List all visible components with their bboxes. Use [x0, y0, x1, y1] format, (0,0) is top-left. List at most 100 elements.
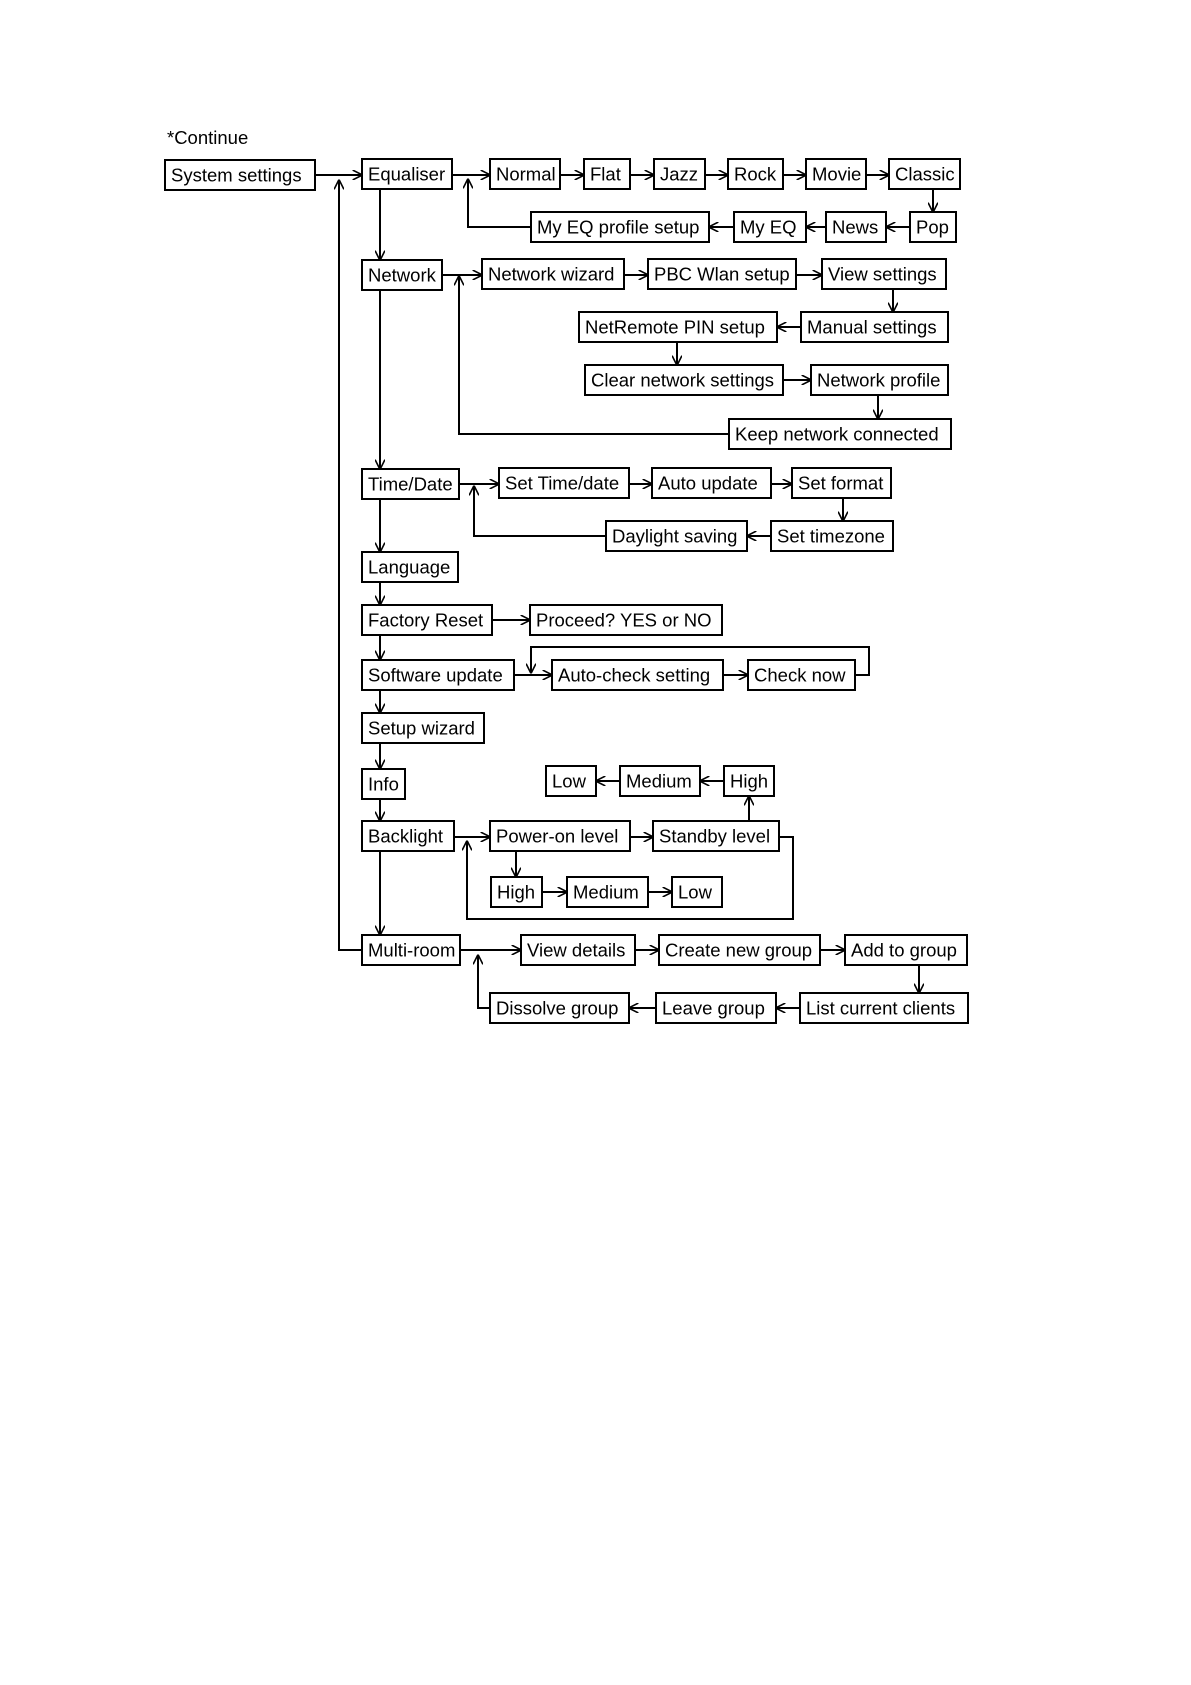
node-pbc: PBC Wlan setup [647, 258, 797, 290]
node-label-leavegroup: Leave group [662, 998, 765, 1019]
node-label-viewsettings: View settings [828, 264, 937, 285]
node-box-pohigh [490, 876, 543, 908]
node-box-keepnet [728, 418, 952, 450]
node-system: System settings [164, 159, 316, 191]
node-label-checknow: Check now [754, 665, 846, 686]
node-label-listclients: List current clients [806, 998, 955, 1019]
node-box-normal [489, 158, 561, 190]
node-box-movie [805, 158, 867, 190]
node-info: Info [361, 768, 406, 800]
node-box-netwizard [481, 258, 625, 290]
node-label-daylight: Daylight saving [612, 526, 737, 547]
node-factory: Factory Reset [361, 604, 493, 636]
node-box-settime [498, 467, 630, 499]
edge-system-to-multiroom [339, 180, 362, 951]
node-box-settz [770, 520, 894, 552]
node-label-keepnet: Keep network connected [735, 424, 939, 445]
node-label-sbmedium: Medium [626, 771, 692, 792]
node-label-news: News [832, 217, 878, 238]
node-creategroup: Create new group [658, 934, 821, 966]
node-checknow: Check now [747, 659, 856, 691]
edge-myeqsetup-to-equaliser [468, 179, 531, 228]
node-sblow: Low [545, 765, 597, 797]
node-label-netwizard: Network wizard [488, 264, 614, 285]
node-backlight: Backlight [361, 820, 455, 852]
node-proceed: Proceed? YES or NO [529, 604, 723, 636]
node-flat: Flat [583, 158, 631, 190]
node-label-pop: Pop [916, 217, 949, 238]
node-rock: Rock [727, 158, 784, 190]
node-jazz: Jazz [653, 158, 706, 190]
node-manual: Manual settings [800, 311, 949, 343]
node-label-netremote: NetRemote PIN setup [585, 317, 765, 338]
node-box-multiroom [361, 934, 461, 966]
node-label-setformat: Set format [798, 473, 883, 494]
node-poweron: Power-on level [489, 820, 631, 852]
node-viewsettings: View settings [821, 258, 947, 290]
node-box-backlight [361, 820, 455, 852]
node-label-system: System settings [171, 165, 302, 186]
node-box-leavegroup [655, 992, 777, 1024]
node-standby: Standby level [652, 820, 780, 852]
node-label-jazz: Jazz [660, 164, 698, 185]
node-setupwiz: Setup wizard [361, 712, 485, 744]
node-equaliser: Equaliser [361, 158, 453, 190]
node-box-viewsettings [821, 258, 947, 290]
node-box-myeq [733, 211, 807, 243]
node-polow: Low [671, 876, 723, 908]
node-autocheck: Auto-check setting [551, 659, 724, 691]
node-box-setupwiz [361, 712, 485, 744]
node-label-viewdetails: View details [527, 940, 625, 961]
node-box-proceed [529, 604, 723, 636]
node-label-language: Language [368, 557, 450, 578]
node-box-rock [727, 158, 784, 190]
node-netremote: NetRemote PIN setup [578, 311, 778, 343]
node-sbhigh: High [723, 765, 775, 797]
node-label-autocheck: Auto-check setting [558, 665, 710, 686]
node-label-flat: Flat [590, 164, 621, 185]
node-label-backlight: Backlight [368, 826, 443, 847]
node-box-clearnet [584, 364, 784, 396]
node-label-pomedium: Medium [573, 882, 639, 903]
node-keepnet: Keep network connected [728, 418, 952, 450]
node-label-pbc: PBC Wlan setup [654, 264, 790, 285]
node-box-netremote [578, 311, 778, 343]
edge-standby-to-backlight [467, 836, 794, 920]
node-box-autoupdate [651, 467, 772, 499]
node-label-myeqsetup: My EQ profile setup [537, 217, 699, 238]
node-box-sblow [545, 765, 597, 797]
node-label-sblow: Low [552, 771, 587, 792]
node-addgroup: Add to group [844, 934, 968, 966]
node-box-sbhigh [723, 765, 775, 797]
node-netprofile: Network profile [810, 364, 949, 396]
node-box-timedate [361, 468, 460, 500]
node-label-myeq: My EQ [740, 217, 797, 238]
node-label-creategroup: Create new group [665, 940, 812, 961]
node-label-dissolve: Dissolve group [496, 998, 618, 1019]
node-leavegroup: Leave group [655, 992, 777, 1024]
node-setformat: Set format [791, 467, 892, 499]
node-daylight: Daylight saving [605, 520, 748, 552]
node-box-pbc [647, 258, 797, 290]
diagram-edges [315, 175, 933, 1008]
node-label-netprofile: Network profile [817, 370, 940, 391]
node-box-checknow [747, 659, 856, 691]
node-dissolve: Dissolve group [489, 992, 630, 1024]
node-pomedium: Medium [566, 876, 649, 908]
node-label-sbhigh: High [730, 771, 768, 792]
node-box-viewdetails [520, 934, 636, 966]
node-box-manual [800, 311, 949, 343]
node-netwizard: Network wizard [481, 258, 625, 290]
node-settz: Set timezone [770, 520, 894, 552]
node-label-rock: Rock [734, 164, 777, 185]
node-box-network [361, 259, 443, 291]
node-label-standby: Standby level [659, 826, 770, 847]
node-classic: Classic [888, 158, 961, 190]
node-box-news [825, 211, 887, 243]
node-news: News [825, 211, 887, 243]
node-box-daylight [605, 520, 748, 552]
node-label-software: Software update [368, 665, 503, 686]
node-movie: Movie [805, 158, 867, 190]
